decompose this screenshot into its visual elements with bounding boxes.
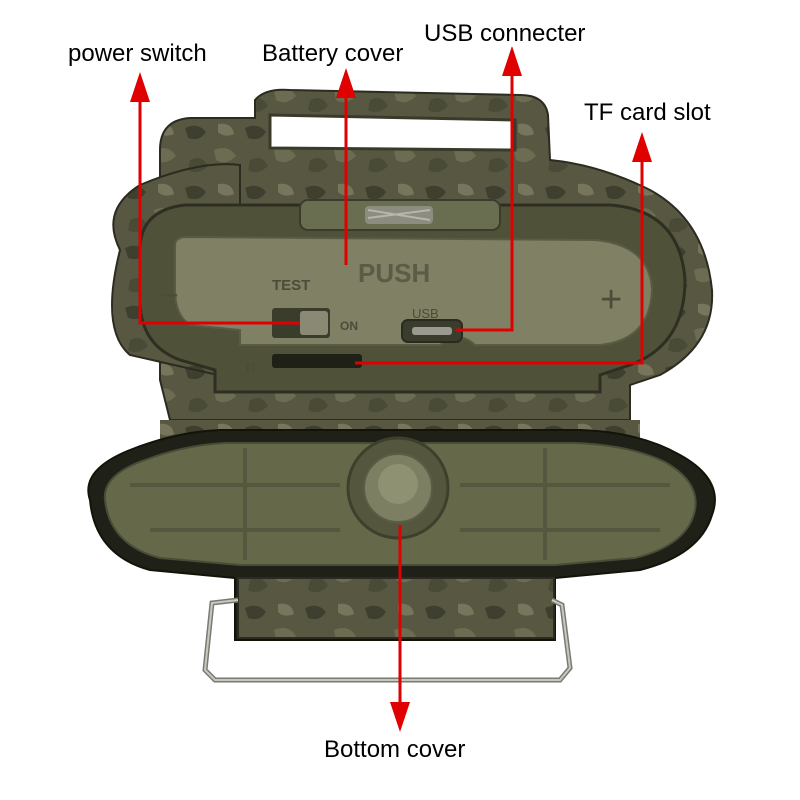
plus-marking: + (600, 279, 622, 321)
bottom-cover-label: Bottom cover (324, 736, 466, 763)
power-switch-arrowhead (130, 72, 150, 102)
minus-marking: − (160, 277, 179, 313)
cover-ribs (130, 448, 670, 560)
test-marking: TEST (272, 277, 310, 294)
callout-arrows (138, 75, 644, 705)
tf-card-slot-label: TF card slot (584, 99, 711, 126)
hinge (299, 199, 501, 231)
bottom-cover[interactable] (87, 429, 716, 683)
power-switch[interactable]: ON (272, 308, 358, 338)
bottom-cover-arrowhead (390, 702, 410, 732)
on-marking: ON (340, 319, 358, 333)
power-switch-arrow (138, 100, 300, 325)
arrowheads (130, 46, 652, 732)
battery-cover-label: Battery cover (262, 40, 404, 67)
usb-port[interactable]: USB (401, 306, 463, 343)
power-switch-knob[interactable] (300, 311, 328, 335)
tf-card-slot-arrowhead (632, 132, 652, 162)
power-switch-label: power switch (68, 40, 207, 67)
usb-connecter-arrowhead (502, 46, 522, 76)
tf-card-slot-arrow (355, 158, 644, 365)
usb-connecter-arrow (456, 75, 514, 332)
cover-lower-block (237, 577, 555, 639)
usb-marking: USB (412, 306, 439, 321)
tf-marking: TF (244, 361, 259, 375)
push-marking: PUSH (358, 258, 430, 288)
strap-loop (268, 113, 517, 152)
tf-slot-opening[interactable] (272, 354, 362, 368)
tf-card-slot[interactable]: TF (244, 354, 362, 375)
usb-connecter-label: USB connecter (424, 20, 586, 47)
battery-cover-arrowhead (336, 68, 356, 98)
